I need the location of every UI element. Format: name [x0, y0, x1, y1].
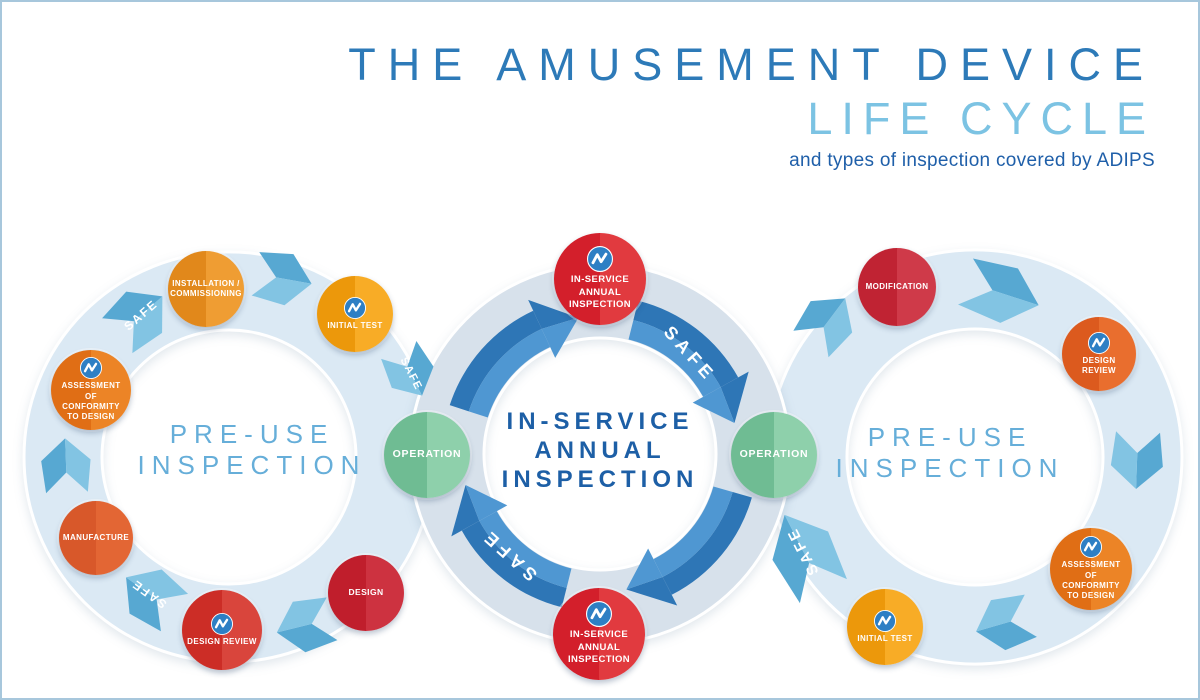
node-operation-right: OPERATION [731, 412, 817, 498]
arrow-head [626, 576, 678, 606]
arrow-outer-face [633, 300, 739, 388]
chevron-dark-face [793, 298, 846, 331]
node-installation-commissioning: INSTALLATION / COMMISSIONING [168, 251, 244, 327]
arrow-inner-face [628, 320, 721, 397]
node-operation-left: OPERATION [384, 412, 470, 498]
flow-chevron [793, 298, 853, 358]
arrow-outer-face [662, 492, 752, 595]
chevron-light-face [1110, 431, 1138, 489]
right-cycle-label: PRE-USE INSPECTION [835, 422, 1065, 483]
chevron-light-face [958, 290, 1039, 323]
flow-chevron [1110, 431, 1163, 489]
in-service-flow-arrow [451, 485, 572, 608]
adips-logo-icon [1088, 331, 1110, 354]
in-service-flow-arrow [628, 300, 749, 423]
node-initial-test-left: INITIAL TEST [317, 276, 393, 352]
chevron-dark-face [41, 438, 67, 494]
flow-chevron [126, 569, 189, 632]
arrow-head [465, 485, 508, 521]
adips-logo-icon [344, 296, 366, 319]
node-label: DESIGN [348, 587, 384, 598]
chevron-dark-face [407, 340, 434, 396]
in-service-flow-arrow [626, 486, 752, 606]
chevron-dark-face [102, 291, 163, 322]
flow-chevron [772, 514, 847, 604]
flow-chevron [976, 594, 1037, 651]
node-label: DESIGN REVIEW [1082, 355, 1116, 375]
adips-logo-icon [874, 609, 896, 632]
arrow-inner-face [479, 511, 572, 588]
middle-cycle-label: IN-SERVICE ANNUAL INSPECTION [501, 408, 699, 493]
chevron-dark-face [276, 623, 338, 653]
node-label: INITIAL TEST [327, 320, 383, 330]
chevron-dark-face [772, 514, 810, 604]
arrow-head [451, 485, 480, 537]
flow-chevron [276, 597, 338, 653]
arrow-head [692, 387, 735, 423]
adips-logo-icon [587, 246, 613, 273]
node-in-service-annual-inspection-bottom: IN-SERVICE ANNUAL INSPECTION [553, 588, 645, 680]
chevron-dark-face [126, 577, 161, 632]
chevron-light-face [65, 438, 91, 492]
node-manufacture: MANUFACTURE [59, 501, 133, 575]
arrow-outer-face [461, 520, 567, 608]
left-cycle-label: PRE-USE INSPECTION [137, 419, 367, 480]
page-title: THE AMUSEMENT DEVICE LIFE CYCLE and type… [348, 42, 1155, 170]
flow-chevron [41, 438, 91, 494]
arrow-head [541, 317, 579, 358]
arrow-head [720, 371, 749, 423]
arrow-outer-face [449, 310, 542, 412]
node-design: DESIGN [328, 555, 404, 631]
node-initial-test-right: INITIAL TEST [847, 589, 923, 665]
title-subtitle: and types of inspection covered by ADIPS [789, 150, 1155, 171]
node-assessment-of-conformity-left: ASSESSMENT OF CONFORMITY TO DESIGN [51, 350, 131, 430]
node-label: DESIGN REVIEW [187, 636, 257, 646]
chevron-dark-face [976, 621, 1037, 651]
arrow-head [528, 299, 579, 329]
arrow-inner-face [653, 486, 733, 577]
in-service-flow-arrow [449, 299, 579, 418]
node-label: ASSESSMENT OF CONFORMITY TO DESIGN [1061, 560, 1121, 601]
node-design-review-left: DESIGN REVIEW [182, 590, 262, 670]
node-label: MODIFICATION [865, 281, 929, 291]
node-modification: MODIFICATION [858, 248, 936, 326]
node-label: INSTALLATION / COMMISSIONING [170, 278, 242, 298]
arrow-head [626, 548, 663, 590]
adips-logo-icon [80, 357, 102, 380]
title-line-1: THE AMUSEMENT DEVICE [348, 39, 1155, 90]
adips-logo-icon [211, 612, 233, 635]
chevron-light-face [126, 569, 189, 600]
chevron-light-face [381, 358, 423, 396]
node-label: ASSESSMENT OF CONFORMITY TO DESIGN [61, 381, 121, 422]
chevron-light-face [976, 594, 1025, 632]
adips-logo-icon [1080, 536, 1102, 559]
node-label: MANUFACTURE [62, 532, 130, 542]
flow-chevron [958, 258, 1039, 323]
node-assessment-of-conformity-right: ASSESSMENT OF CONFORMITY TO DESIGN [1050, 528, 1132, 610]
chevron-light-face [784, 514, 847, 580]
chevron-light-face [132, 296, 163, 354]
node-label: OPERATION [392, 448, 462, 461]
flow-chevron [102, 291, 163, 354]
chevron-light-face [823, 298, 853, 358]
node-label: INITIAL TEST [857, 633, 913, 643]
flow-chevron [381, 340, 434, 396]
chevron-dark-face [972, 258, 1039, 306]
flow-chevron [251, 252, 312, 306]
adips-logo-icon [586, 601, 612, 628]
arrow-inner-face [468, 328, 551, 418]
node-label: OPERATION [739, 448, 809, 461]
node-design-review-right: DESIGN REVIEW [1062, 317, 1136, 391]
node-label: IN-SERVICE ANNUAL INSPECTION [567, 629, 631, 666]
node-label: IN-SERVICE ANNUAL INSPECTION [568, 274, 632, 311]
chevron-light-face [251, 277, 312, 306]
chevron-dark-face [259, 252, 312, 284]
title-line-2: LIFE CYCLE [807, 93, 1155, 144]
chevron-light-face [276, 597, 327, 633]
chevron-dark-face [1136, 432, 1163, 489]
node-in-service-annual-inspection-top: IN-SERVICE ANNUAL INSPECTION [554, 233, 646, 325]
